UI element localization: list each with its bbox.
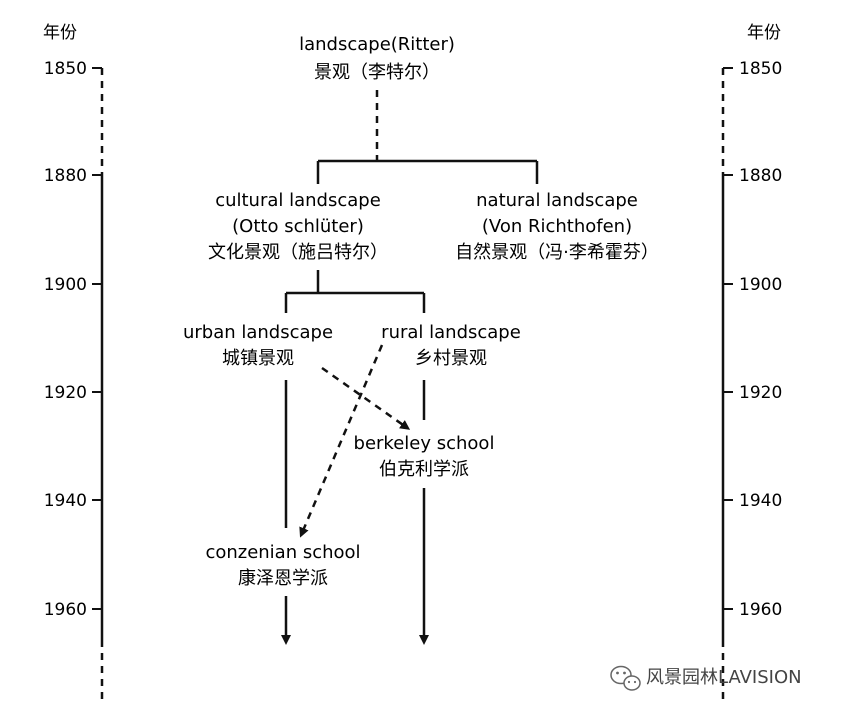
node-rural: rural landscape 乡村景观 (381, 322, 521, 369)
node-cultural-person: (Otto schlüter) (232, 216, 364, 237)
node-urban: urban landscape 城镇景观 (183, 322, 333, 369)
node-conzenian: conzenian school 康泽恩学派 (205, 542, 360, 589)
node-natural-person: (Von Richthofen) (482, 216, 632, 237)
node-root: landscape(Ritter) 景观（李特尔） (270, 28, 484, 86)
left-label-1850: 1850 (44, 59, 87, 79)
left-label-1940: 1940 (44, 491, 87, 511)
node-berkeley-zh: 伯克利学派 (379, 459, 469, 480)
node-urban-zh: 城镇景观 (222, 348, 294, 369)
right-label-1920: 1920 (739, 383, 782, 403)
urban-to-berkeley-dashed-arrow (321, 366, 411, 430)
watermark-text: 风景园林LAVISION (646, 667, 802, 688)
node-root-bg (270, 28, 484, 86)
node-berkeley: berkeley school 伯克利学派 (354, 433, 495, 480)
node-natural: natural landscape (Von Richthofen) 自然景观（… (455, 190, 659, 263)
node-root-zh: 景观（李特尔） (314, 62, 440, 83)
node-natural-en: natural landscape (476, 190, 638, 211)
right-label-1900: 1900 (739, 275, 782, 295)
wechat-icon (610, 665, 641, 691)
node-natural-zh: 自然景观（冯·李希霍芬） (455, 242, 659, 263)
node-root-en: landscape(Ritter) (299, 34, 455, 55)
left-label-1920: 1920 (44, 383, 87, 403)
node-berkeley-en: berkeley school (354, 433, 495, 454)
node-rural-zh: 乡村景观 (415, 348, 487, 369)
right-label-1880: 1880 (739, 166, 782, 186)
node-cultural-en: cultural landscape (215, 190, 381, 211)
node-rural-en: rural landscape (381, 322, 521, 343)
connectors (281, 90, 539, 645)
node-urban-en: urban landscape (183, 322, 333, 343)
right-label-1850: 1850 (739, 59, 782, 79)
left-axis-title: 年份 (43, 23, 77, 43)
node-cultural-zh: 文化景观（施吕特尔） (208, 242, 388, 263)
left-label-1960: 1960 (44, 600, 87, 620)
right-label-1940: 1940 (739, 491, 782, 511)
right-timeline: 年份 1850 1880 1900 1920 1940 1960 (721, 23, 782, 700)
right-label-1960: 1960 (739, 600, 782, 620)
left-label-1900: 1900 (44, 275, 87, 295)
rural-to-conzenian-dashed-arrow (299, 344, 384, 538)
watermark: 风景园林LAVISION (610, 665, 802, 691)
node-conzenian-en: conzenian school (205, 542, 360, 563)
left-label-1880: 1880 (44, 166, 87, 186)
node-cultural: cultural landscape (Otto schlüter) 文化景观（… (208, 190, 388, 263)
left-timeline: 年份 1850 1880 1900 1920 1940 1960 (43, 23, 104, 700)
node-conzenian-zh: 康泽恩学派 (238, 568, 328, 589)
right-axis-title: 年份 (747, 23, 781, 43)
